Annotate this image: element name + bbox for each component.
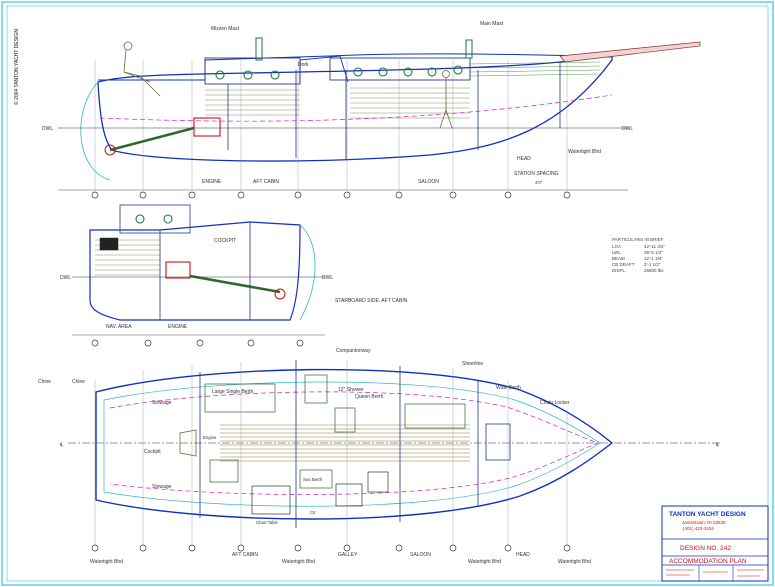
main-mast-label: Main Mast (480, 21, 504, 27)
plan-cockpit-label: Cockpit (144, 449, 161, 455)
title-firm: TANTON YACHT DESIGN (669, 511, 746, 518)
queen-berth-label: Queen Berth (355, 394, 384, 400)
profile-watertight-bhd: Watertight Bhd (568, 149, 601, 155)
particulars-value-2: 12'-1 3/4" (644, 256, 663, 261)
bottom-watertight-bhd-2: Watertight Bhd (282, 559, 315, 565)
section-view: DWL DWL COCKPIT STARBOARD SIDE: AFT CABI… (60, 204, 408, 347)
mizzen-mast-label: Mizzen Mast (211, 26, 240, 32)
profile-saloon-label: SALOON (418, 179, 439, 185)
title-subline-2: (401) 423-1934 (683, 526, 714, 531)
particulars-value-3: 3'-1 1/2" (644, 262, 661, 267)
section-engine-label: ENGINE (168, 324, 188, 330)
profile-view: Mizzen Mast Main Mast DWL DWL Dork Water… (42, 21, 701, 199)
sheerline-label: Sheerline (462, 361, 483, 367)
bottom-watertight-bhd-1: Watertight Bhd (90, 559, 123, 565)
centerline-right-symbol: ℄ (715, 442, 720, 448)
section-cockpit-label: COCKPIT (214, 238, 236, 244)
particulars-value-0: 42'-11 3/4" (644, 244, 666, 249)
title-subline-1: Jamestown, RI 02835 (682, 520, 726, 525)
bottom-head-label: HEAD (516, 552, 530, 558)
title-design-no: DESIGN NO. 242 (680, 545, 731, 552)
chart-table-label: Chart Table (256, 520, 279, 525)
companionway-label: Companionway (336, 348, 371, 354)
dodger-label: Dork (298, 62, 309, 68)
station-spacing-dim: 4'0" (535, 180, 543, 185)
profile-head-label: HEAD (517, 156, 531, 162)
particulars-key-3: CB DRAFT (612, 262, 635, 267)
particulars-key-2: BEAM (612, 256, 625, 261)
centerline-left-symbol: ℄ (59, 442, 64, 448)
starboard-side-label: STARBOARD SIDE: AFT CABIN (335, 298, 408, 304)
chain-locker-label: Chain Locker (540, 400, 570, 406)
particulars-value-1: 35'-0 1/2" (644, 250, 663, 255)
particulars-key-1: LWL (612, 250, 621, 255)
particulars-value-4: 26600 lbs (644, 268, 664, 273)
particulars-title: PARTICULARS IN BRIEF (612, 237, 664, 242)
bottom-aft-cabin-label: AFT CABIN (232, 552, 258, 558)
stowage-upper-label: Stowage (152, 400, 172, 406)
particulars-key-0: LOA (612, 244, 621, 249)
large-single-berth-label: Large Single Berth (212, 389, 254, 395)
profile-dwl-right: DWL (622, 126, 633, 132)
bottom-galley-label: GALLEY (338, 552, 358, 558)
chine-label-2: Chine (72, 379, 85, 385)
plan-engine-label: Engine (203, 435, 217, 440)
bottom-watertight-bhd-4: Watertight Bhd (558, 559, 591, 565)
bottom-labels: Watertight Bhd AFT CABIN Watertight Bhd … (90, 552, 591, 565)
particulars-table: PARTICULARS IN BRIEF LOA 42'-11 3/4" LWL… (612, 237, 666, 273)
bottom-saloon-label: SALOON (410, 552, 431, 558)
profile-dwl-left: DWL (42, 126, 53, 132)
chine-label-1: Chine (38, 379, 51, 385)
station-spacing-label: STATION SPACING (514, 171, 559, 177)
section-dwl-right: DWL (322, 275, 333, 281)
v-berth-label: Wide Berth (496, 385, 521, 391)
particulars-key-4: DISPL. (612, 268, 626, 273)
profile-aft-cabin-label: AFT CABIN (253, 179, 279, 185)
title-block: TANTON YACHT DESIGN Jamestown, RI 02835 … (661, 505, 769, 582)
sea-berth-label: Sea Berth (303, 477, 323, 482)
title-sheet-title: ACCOMMODATION PLAN (669, 558, 747, 565)
copyright-text: © 2004 TANTON YACHT DESIGN (13, 29, 20, 105)
profile-engine-label: ENGINE (202, 179, 222, 185)
section-dwl-left: DWL (60, 275, 71, 281)
nav-area-label: NAV. AREA (106, 324, 132, 330)
plan-view: Companionway Chine Chine Sheerline Stowa… (38, 348, 722, 552)
galley-counter-label: Ctr (310, 510, 316, 515)
stowage-lower-label: Stowage (152, 484, 172, 490)
bottom-watertight-bhd-3: Watertight Bhd (468, 559, 501, 565)
shower-label: 12" Shower (338, 387, 364, 393)
